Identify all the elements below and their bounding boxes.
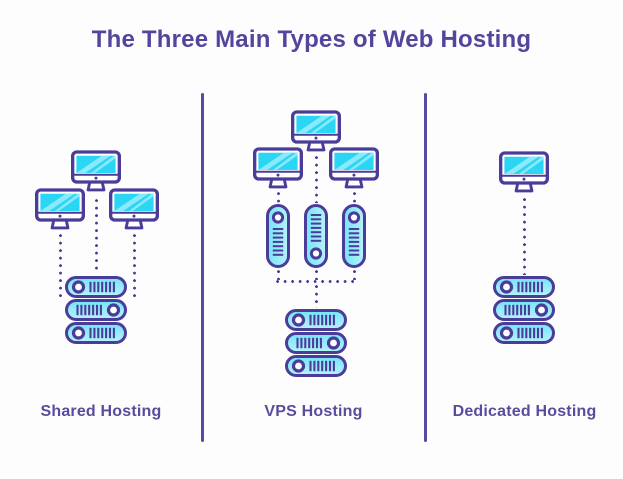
section-divider-right [424,93,427,442]
section-divider-left [201,93,204,442]
connection-dotted-line [314,285,318,308]
connection-dotted-line [522,198,526,275]
vps-hosting-label: VPS Hosting [264,403,363,420]
dedicated-hosting-label: Dedicated Hosting [452,403,597,420]
shared-hosting-label: Shared Hosting [40,403,162,420]
client-monitor-icon [329,147,379,191]
connection-dotted-line [58,234,62,297]
server-stack-icon [285,309,347,377]
client-monitor-icon [35,188,85,232]
connection-dotted-line [276,192,280,203]
connection-dotted-line [314,270,318,280]
client-monitor-icon [109,188,159,232]
connection-dotted-line [314,156,318,203]
vps-container-icon [304,204,328,268]
client-monitor-icon [499,151,549,195]
connection-dotted-line [94,199,98,274]
connection-dotted-line [352,270,356,280]
connection-dotted-line [276,280,357,283]
connection-dotted-line [132,234,136,297]
vps-container-icon [342,204,366,268]
client-monitor-icon [291,110,341,154]
client-monitor-icon [253,147,303,191]
client-monitor-icon [71,150,121,194]
connection-dotted-line [352,192,356,203]
server-stack-icon [65,276,127,344]
server-stack-icon [493,276,555,344]
diagram-title: The Three Main Types of Web Hosting [91,26,532,53]
connection-dotted-line [276,270,280,280]
vps-container-icon [266,204,290,268]
